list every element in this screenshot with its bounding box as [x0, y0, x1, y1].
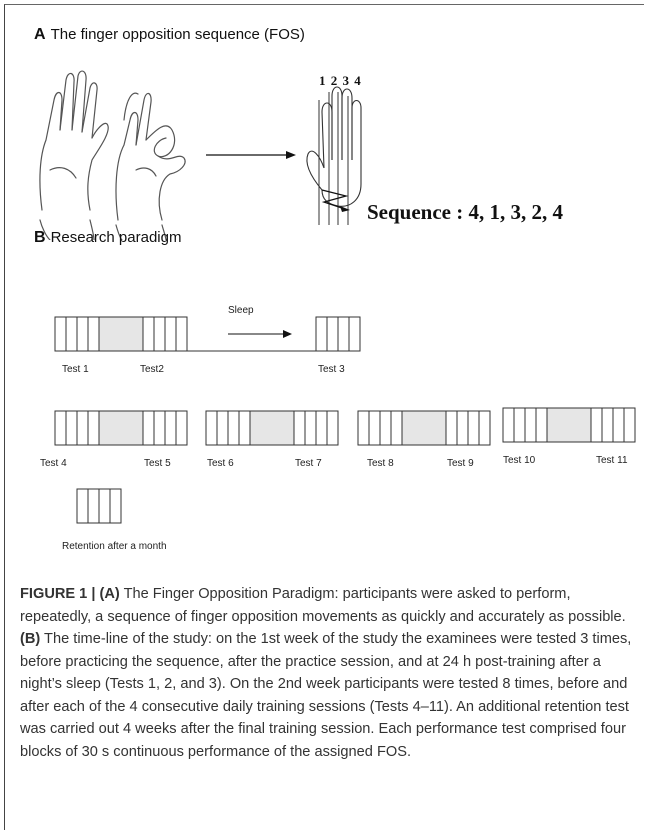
timeline-diagram [0, 0, 652, 560]
test-label-3: Test 3 [318, 364, 345, 375]
training-session-block [99, 317, 143, 351]
caption-b-text: The time-line of the study: on the 1st w… [20, 631, 631, 760]
caption-figure-label: FIGURE 1 | [20, 586, 95, 602]
test-label-11: Test 11 [596, 455, 628, 466]
block-test-2 [143, 317, 187, 351]
block-retention [77, 489, 121, 523]
test-label-7: Test 7 [295, 458, 322, 469]
sleep-arrow-icon [283, 330, 292, 338]
session-day-4 [503, 408, 635, 442]
block-test-3 [316, 317, 360, 351]
test-label-10: Test 10 [503, 455, 535, 466]
test-label-8: Test 8 [367, 458, 394, 469]
figure-caption: FIGURE 1 | (A) The Finger Opposition Par… [20, 583, 632, 763]
caption-a-label: (A) [100, 586, 120, 602]
block-test-1 [55, 317, 99, 351]
caption-b-label: (B) [20, 631, 40, 647]
session-day-1 [55, 411, 187, 445]
test-label-4: Test 4 [40, 458, 67, 469]
retention-label: Retention after a month [62, 541, 167, 552]
test-label-6: Test 6 [207, 458, 234, 469]
test-label-5: Test 5 [144, 458, 171, 469]
test-label-9: Test 9 [447, 458, 474, 469]
test-label-1: Test 1 [62, 364, 89, 375]
session-day-3 [358, 411, 490, 445]
test-label-2: Test2 [140, 364, 164, 375]
session-day-2 [206, 411, 338, 445]
